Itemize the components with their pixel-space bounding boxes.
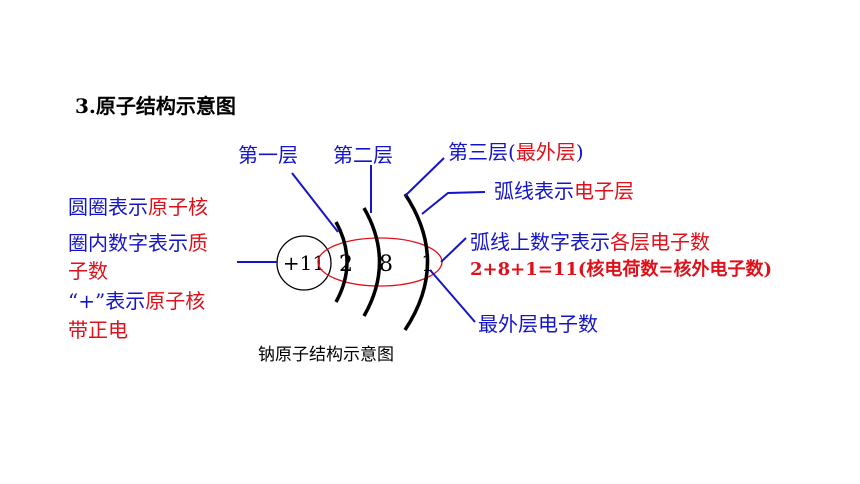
label-circle-red: 原子核 [148,195,208,219]
label-arc-number-prefix: 弧线上数字表示 [470,230,610,254]
pointer-layer3 [404,157,445,197]
label-formula: 2+8+1=11(核电荷数=核外电子数) [470,259,772,280]
label-plus-red-2: 带正电 [68,318,128,342]
label-outermost-electrons: 最外层电子数 [478,312,598,336]
label-plus-red-1: 原子核 [145,289,206,313]
label-layer3-outermost: 最外层 [515,140,576,164]
label-inner-red-1: 质 [188,231,208,255]
label-layer1: 第一层 [238,143,298,167]
label-plus-prefix: “+”表示 [68,289,146,313]
label-layer3-prefix: 第三层( [448,140,516,164]
label-inner-red-2: 子数 [68,259,108,283]
label-circle-prefix: 圆圈表示 [68,195,148,219]
nucleus-label: +11 [283,251,325,275]
pointer-outermost [429,269,476,323]
label-layer3-suffix: ) [575,140,584,164]
label-plus-sign: “+”表示原子核 [68,287,205,315]
page-title: 3.原子结构示意图 [75,94,236,118]
label-layer2: 第二层 [333,143,393,167]
label-arc: 弧线表示电子层 [494,177,634,205]
label-inner-prefix: 圈内数字表示 [68,231,188,255]
shell-1-count: 2 [339,252,353,277]
shell-2-count: 8 [379,252,393,277]
pointer-arc [421,191,486,215]
pointer-layer1 [291,172,339,233]
label-layer3: 第三层(最外层) [448,138,584,166]
shell-arc-2 [362,207,382,317]
pointer-arc-number [440,237,467,263]
label-arc-red: 电子层 [574,179,634,203]
shell-arc-3 [403,193,430,331]
label-arc-number: 弧线上数字表示各层电子数 [470,228,710,256]
diagram-caption: 钠原子结构示意图 [258,345,394,365]
label-arc-number-red: 各层电子数 [610,230,710,254]
shell-arc-1 [334,221,349,303]
label-arc-prefix: 弧线表示 [494,179,574,203]
label-circle: 圆圈表示原子核 [68,193,208,221]
label-inner-number: 圈内数字表示质 [68,229,208,257]
